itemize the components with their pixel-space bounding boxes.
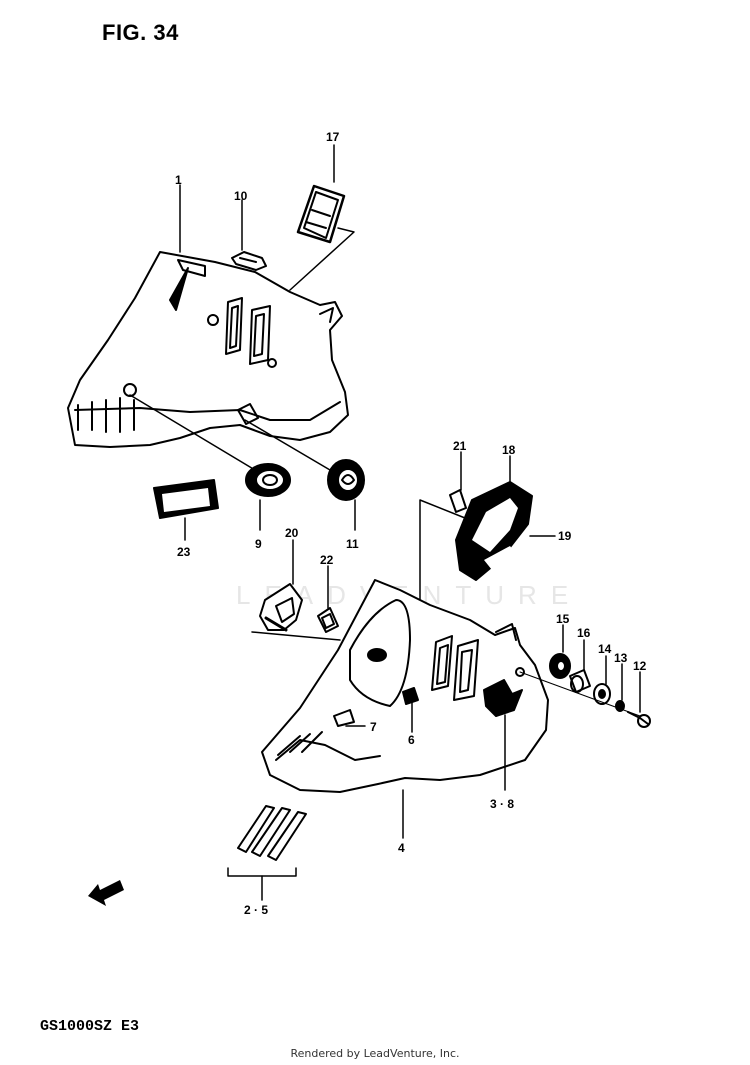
render-credit: Rendered by LeadVenture, Inc. <box>290 1047 460 1060</box>
callout-19: 19 <box>558 529 572 543</box>
part-2-5-decals <box>227 805 307 877</box>
model-code: GS1000SZ E3 <box>40 1018 140 1035</box>
callout-18: 18 <box>502 443 516 457</box>
callout-9: 9 <box>255 537 262 551</box>
callout-20: 20 <box>285 526 299 540</box>
part-23-pad <box>153 479 219 519</box>
part-16-collar <box>569 669 591 693</box>
callout-3-8: 3 · 8 <box>490 797 514 811</box>
part-18-cap <box>455 481 556 581</box>
part-21-pin <box>449 489 467 513</box>
part-15-grommet <box>549 653 571 679</box>
upper-side-cover <box>67 251 349 448</box>
callout-17: 17 <box>326 130 340 144</box>
part-20-grommet <box>259 583 303 632</box>
callout-22: 22 <box>320 553 334 567</box>
part-12-screw <box>627 711 651 728</box>
callout-14: 14 <box>598 642 612 656</box>
part-22-clip <box>317 607 339 633</box>
callout-4: 4 <box>398 841 405 855</box>
callout-12: 12 <box>633 659 647 673</box>
part-10-clip <box>231 251 267 271</box>
part-14-washer <box>593 683 611 705</box>
callout-23: 23 <box>177 545 191 559</box>
lower-side-cover <box>261 579 549 793</box>
part-11-grommet <box>327 459 365 501</box>
callout-2-5: 2 · 5 <box>244 903 268 917</box>
callout-1: 1 <box>175 173 182 187</box>
part-9-grommet <box>245 463 291 497</box>
part-13-washer <box>615 700 625 712</box>
part-17-reflector <box>289 184 355 291</box>
figure-title: FIG. 34 <box>102 20 179 45</box>
direction-arrow-icon <box>88 880 124 906</box>
callout-11: 11 <box>346 537 359 551</box>
callout-7: 7 <box>370 720 377 734</box>
callout-labels: 1 10 17 9 11 23 20 22 21 18 19 15 16 14 … <box>175 130 647 917</box>
callout-15: 15 <box>556 612 570 626</box>
callout-6: 6 <box>408 733 415 747</box>
callout-16: 16 <box>577 626 591 640</box>
callout-21: 21 <box>453 439 467 453</box>
callout-10: 10 <box>234 189 248 203</box>
callout-13: 13 <box>614 651 628 665</box>
